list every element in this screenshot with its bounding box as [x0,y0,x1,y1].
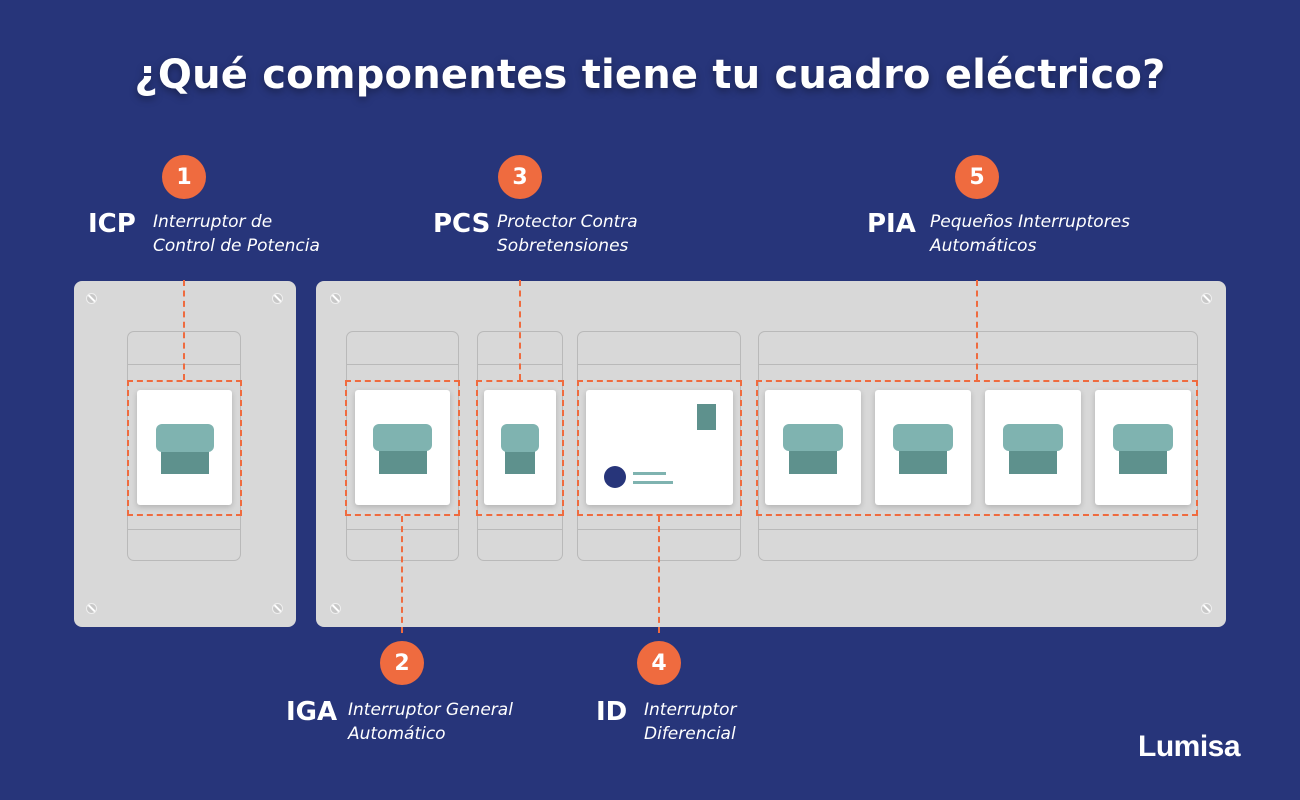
label-line [633,481,673,484]
id-description: Interruptor Diferencial [644,700,737,744]
pia-label: PIA [867,209,916,239]
pia-breaker [765,390,861,505]
id-module [586,390,733,505]
pia-breaker [985,390,1081,505]
icp-label: ICP [88,209,136,239]
toggle-switch [1003,424,1063,451]
connector-line [519,280,521,380]
label-line [633,472,666,475]
id-highlight [577,380,742,516]
screw-icon [1201,603,1212,614]
toggle-switch [1113,424,1173,451]
screw-icon [86,603,97,614]
screw-icon [272,293,283,304]
brand-logo: Lumisa [1138,730,1241,763]
connector-line [658,516,660,633]
pcs-label: PCS [433,209,491,239]
badge-4: 4 [637,641,681,685]
housing-line [346,364,459,365]
pcs-highlight [476,380,564,516]
pia-highlight [756,380,1198,516]
housing-line [758,364,1198,365]
badge-5: 5 [955,155,999,199]
page-title: ¿Qué componentes tiene tu cuadro eléctri… [134,52,1166,98]
screw-icon [272,603,283,614]
iga-description: Interruptor General Automático [348,700,513,744]
toggle-switch [156,424,214,452]
badge-1: 1 [162,155,206,199]
pia-description: Pequeños Interruptores Automáticos [930,212,1130,256]
connector-line [976,280,978,380]
housing-line [758,529,1198,530]
screw-icon [330,603,341,614]
toggle-switch [893,424,953,451]
icp-highlight [127,380,242,516]
toggle-base [505,448,535,474]
pia-breaker [1095,390,1191,505]
housing-line [577,364,741,365]
indicator-dot [604,466,626,488]
id-label: ID [596,697,628,727]
housing-line [477,529,563,530]
badge-2: 2 [380,641,424,685]
badge-3: 3 [498,155,542,199]
test-button [697,404,716,430]
iga-label: IGA [286,697,338,727]
connector-line [183,280,185,380]
pcs-module [484,390,556,505]
icp-description: Interruptor de Control de Potencia [153,212,320,256]
pcs-description: Protector Contra Sobretensiones [497,212,638,256]
toggle-switch [783,424,843,451]
iga-breaker [355,390,450,505]
housing-line [127,529,241,530]
screw-icon [86,293,97,304]
iga-highlight [345,380,460,516]
toggle-switch [501,424,539,452]
toggle-switch [373,424,432,451]
screw-icon [330,293,341,304]
icp-breaker [137,390,232,505]
pia-breaker [875,390,971,505]
connector-line [401,516,403,633]
screw-icon [1201,293,1212,304]
